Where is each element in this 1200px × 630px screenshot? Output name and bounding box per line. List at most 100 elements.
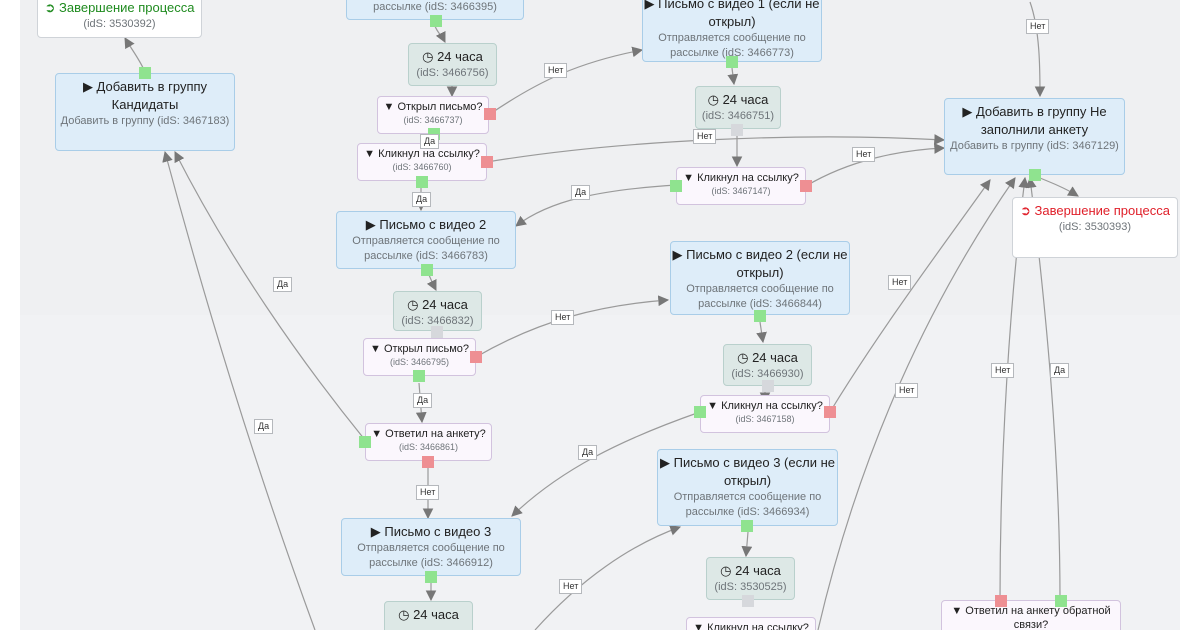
node-title: ▶ Письмо с видео 2 (365, 217, 487, 232)
port-neutral[interactable] (762, 380, 774, 392)
port-no[interactable] (422, 456, 434, 468)
port-no[interactable] (481, 156, 493, 168)
edge (1029, 1, 1046, 98)
port-yes[interactable] (413, 370, 425, 382)
node-title: ▶ Добавить в группу Не заполнили анкету (962, 104, 1107, 137)
filter-answered-survey-3466861[interactable]: ▼ Ответил на анкету? (idS: 3466861) (365, 423, 492, 461)
port-yes[interactable] (726, 56, 738, 68)
edge-label-yes: Да (273, 277, 293, 292)
edge-label-no: Нет (888, 275, 912, 290)
timer-title: ◷ 24 часа (407, 297, 468, 312)
timer-title: ◷ 24 часа (398, 607, 459, 622)
canvas-background-lower (20, 315, 1180, 630)
port-no[interactable] (470, 351, 482, 363)
end-process-id: (idS: 3530392) (83, 18, 156, 30)
timer-id: (idS: 3466756) (416, 67, 489, 79)
filter-opened-email-3466795[interactable]: ▼ Открыл письмо? (idS: 3466795) (363, 338, 476, 376)
port-no[interactable] (995, 595, 1007, 607)
port-yes[interactable] (421, 264, 433, 276)
filter-id: (idS: 3467158) (735, 414, 795, 424)
edge-label-no: Нет (559, 579, 583, 594)
node-subtitle: Добавить в группу (idS: 3467183) (60, 115, 230, 127)
filter-clicked-link-3467158[interactable]: ▼ Кликнул на ссылку? (idS: 3467158) (700, 395, 830, 433)
timer-node-3466832[interactable]: ◷ 24 часа (idS: 3466832) (393, 291, 482, 331)
edge (515, 184, 677, 227)
filter-clicked-link-bottom[interactable]: ▼ Кликнул на ссылку? (686, 617, 816, 630)
node-subtitle: Отправляется сообщение по рассылке (idS:… (673, 491, 822, 518)
timer-id: (idS: 3466832) (401, 315, 474, 327)
filter-title: ▼ Ответил на анкету обратной связи? (951, 605, 1111, 630)
filter-id: (idS: 3466737) (403, 115, 463, 125)
filter-title: ▼ Кликнул на ссылку? (364, 148, 480, 160)
filter-id: (idS: 3466760) (392, 162, 452, 172)
end-process-node-red[interactable]: ➲ Завершение процесса (idS: 3530393) (1012, 197, 1178, 258)
port-yes[interactable] (694, 406, 706, 418)
timer-id: (idS: 3466930) (731, 368, 804, 380)
edge-label-no: Нет (416, 485, 440, 500)
edge-label-yes: Да (412, 192, 432, 207)
timer-id: (idS: 3530525) (714, 581, 787, 593)
edge-label-no: Нет (544, 63, 568, 78)
port-no[interactable] (824, 406, 836, 418)
node-title: ▶ Добавить в группу Кандидаты (82, 79, 208, 112)
edge (756, 321, 767, 344)
port-yes[interactable] (425, 571, 437, 583)
port-yes[interactable] (359, 436, 371, 448)
filter-opened-email-3466737[interactable]: ▼ Открыл письмо? (idS: 3466737) (377, 96, 489, 134)
timer-node-3466751[interactable]: ◷ 24 часа (idS: 3466751) (695, 86, 781, 129)
end-process-title: ➲ Завершение процесса (44, 0, 195, 15)
port-yes[interactable] (139, 67, 151, 79)
port-yes[interactable] (754, 310, 766, 322)
edge (489, 46, 644, 115)
filter-id: (idS: 3466861) (398, 442, 459, 452)
port-neutral[interactable] (731, 124, 743, 136)
filter-title: ▼ Открыл письмо? (370, 343, 469, 355)
filter-title: ▼ Ответил на анкету? (371, 428, 486, 440)
timer-node-bottom[interactable]: ◷ 24 часа (384, 601, 473, 630)
port-no[interactable] (484, 108, 496, 120)
top-email-node-partial[interactable]: рассылке (idS: 3466395) (346, 0, 524, 20)
node-subtitle: Отправляется сообщение по рассылке (idS:… (352, 235, 500, 262)
edge-label-no: Нет (551, 310, 575, 325)
timer-node-3530525[interactable]: ◷ 24 часа (idS: 3530525) (706, 557, 795, 600)
timer-title: ◷ 24 часа (707, 92, 769, 107)
port-no[interactable] (800, 180, 812, 192)
edge (475, 295, 670, 358)
port-yes[interactable] (1029, 169, 1041, 181)
node-title: ▶ Письмо с видео 3 (370, 524, 492, 539)
email-video-2-not-opened-node[interactable]: ▶ Письмо с видео 2 (если не открыл) Отпр… (670, 241, 850, 315)
filter-title: ▼ Открыл письмо? (383, 101, 483, 113)
edge (434, 25, 446, 43)
filter-id: (idS: 3467147) (711, 186, 771, 196)
add-to-group-not-filled-node[interactable]: ▶ Добавить в группу Не заполнили анкету … (944, 98, 1125, 175)
edge-label-no: Нет (991, 363, 1015, 378)
timer-node-3466756[interactable]: ◷ 24 часа (idS: 3466756) (408, 43, 497, 86)
port-yes[interactable] (416, 176, 428, 188)
filter-title: ▼ Кликнул на ссылку? (693, 622, 809, 630)
edge (817, 177, 1016, 630)
end-process-node-top[interactable]: ➲ Завершение процесса (idS: 3530392) (37, 0, 202, 38)
port-yes[interactable] (741, 520, 753, 532)
email-video-3-node[interactable]: ▶ Письмо с видео 3 Отправляется сообщени… (341, 518, 521, 576)
node-title: ▶ Письмо с видео 1 (если не открыл) (644, 0, 820, 29)
filter-feedback-survey[interactable]: ▼ Ответил на анкету обратной связи? (941, 600, 1121, 630)
timer-node-3466930[interactable]: ◷ 24 часа (idS: 3466930) (723, 344, 812, 386)
filter-title: ▼ Кликнул на ссылку? (683, 172, 799, 184)
port-yes[interactable] (670, 180, 682, 192)
port-yes[interactable] (1055, 595, 1067, 607)
port-neutral[interactable] (742, 595, 754, 607)
filter-clicked-link-3467147[interactable]: ▼ Кликнул на ссылку? (idS: 3467147) (676, 167, 806, 205)
edge-label-yes: Да (413, 393, 433, 408)
port-neutral[interactable] (431, 326, 443, 338)
edge (162, 150, 316, 630)
timer-id: (idS: 3466751) (701, 110, 775, 122)
edge (1034, 175, 1079, 197)
email-video-3-not-opened-node[interactable]: ▶ Письмо с видео 3 (если не открыл) Отпр… (657, 449, 838, 526)
port-yes[interactable] (430, 15, 442, 27)
email-video-2-node[interactable]: ▶ Письмо с видео 2 Отправляется сообщени… (336, 211, 516, 269)
email-video-1-not-opened-node[interactable]: ▶ Письмо с видео 1 (если не открыл) Отпр… (642, 0, 822, 62)
edge-label-yes: Да (420, 134, 440, 149)
node-subtitle: Отправляется сообщение по рассылке (idS:… (658, 32, 806, 59)
add-to-group-candidates-node[interactable]: ▶ Добавить в группу Кандидаты Добавить в… (55, 73, 235, 151)
